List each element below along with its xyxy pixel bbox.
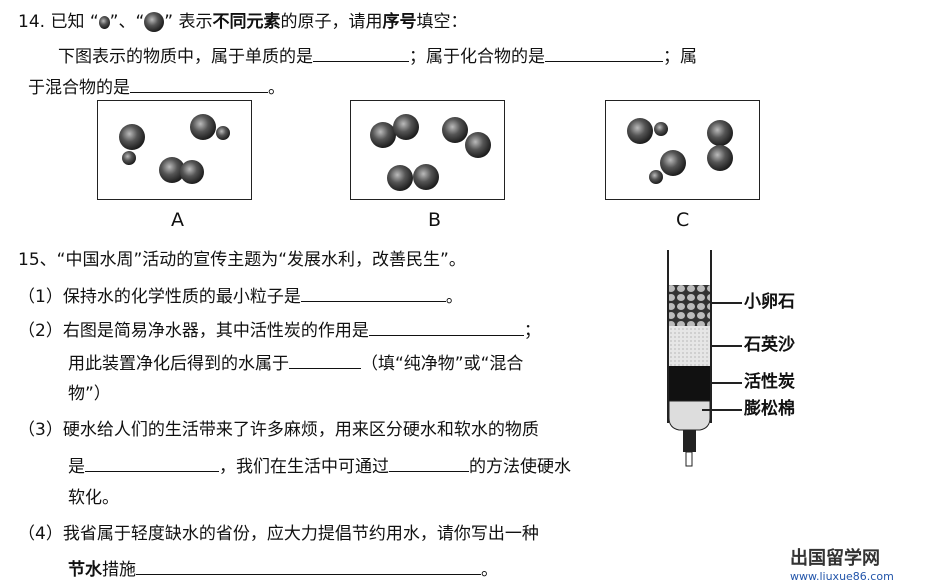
atom (387, 165, 413, 191)
atom (413, 164, 439, 190)
text: ；属于化合物的是 (409, 47, 545, 67)
text: 于混合物的是 (28, 78, 130, 98)
text: 的方法使硬水 (469, 457, 571, 477)
watermark-url: www.liuxue86.com (790, 570, 894, 583)
text: 是 (68, 457, 85, 477)
answer-blank[interactable] (313, 45, 409, 62)
atom (654, 122, 668, 136)
atom (465, 132, 491, 158)
atom (122, 151, 136, 165)
text: ；属 (663, 47, 697, 67)
carbon-label: 活性炭 (744, 372, 795, 392)
text: （1）保持水的化学性质的最小粒子是 (18, 287, 301, 307)
text: （2）右图是简易净水器，其中活性炭的作用是 (18, 321, 369, 341)
q14-line2: 下图表示的物质中，属于单质的是 ；属于化合物的是 ；属 (58, 45, 697, 67)
diagram-box-c (605, 100, 760, 200)
text: ”、“ (109, 12, 145, 32)
text: 用此装置净化后得到的水属于 (68, 354, 289, 374)
atom (370, 122, 396, 148)
answer-blank[interactable] (389, 455, 469, 472)
sand-label: 石英沙 (744, 335, 795, 355)
answer-blank[interactable] (300, 285, 446, 302)
text: 14. 已知 “ (18, 12, 99, 32)
text: 。 (445, 287, 463, 307)
atom (660, 150, 686, 176)
q15-part3-line2: 是 ，我们在生活中可通过 的方法使硬水 (68, 455, 571, 477)
text: （填“纯净物”或“混合 (361, 354, 524, 374)
answer-blank[interactable] (130, 76, 268, 93)
option-a-label: A (171, 209, 184, 231)
small-atom-icon (98, 15, 110, 29)
q15-part2: （2）右图是简易净水器，其中活性炭的作用是 ； (18, 319, 541, 341)
cotton-label: 膨松棉 (744, 399, 795, 419)
q14-line1: 14. 已知 “ ”、“ ” 表示不同元素的原子，请用序号填空： (18, 12, 468, 32)
cotton-layer (668, 400, 711, 431)
q15-part3: （3）硬水给人们的生活带来了许多麻烦，用来区分硬水和软水的物质 (18, 420, 539, 440)
atom (627, 118, 653, 144)
atom (393, 114, 419, 140)
atom (119, 124, 145, 150)
q15-part3-line3: 软化。 (68, 488, 119, 508)
atom (707, 120, 733, 146)
text: 填空： (416, 12, 468, 32)
watermark-logo: 出国留学网 (790, 548, 880, 569)
text: 。 (268, 78, 285, 98)
option-b-label: B (428, 209, 442, 231)
atom (707, 145, 733, 171)
emphasis: 节水 (68, 560, 102, 580)
pebble-label: 小卵石 (744, 292, 795, 312)
diagram-box-a (97, 100, 252, 200)
text: ，我们在生活中可通过 (219, 457, 389, 477)
emphasis: 序号 (382, 12, 417, 32)
option-c-label: C (676, 209, 690, 231)
answer-blank[interactable] (136, 558, 481, 575)
atom (180, 160, 204, 184)
q15-part4-line2: 节水措施 。 (68, 558, 498, 580)
emphasis: 不同元素 (212, 12, 281, 32)
atom (649, 170, 663, 184)
q15-part1: （1）保持水的化学性质的最小粒子是 。 (18, 285, 463, 307)
q15-part4: （4）我省属于轻度缺水的省份，应大力提倡节约用水，请你写出一种 (18, 524, 539, 544)
sand-layer (669, 326, 710, 366)
water-filter-diagram (667, 250, 742, 467)
text: 下图表示的物质中，属于单质的是 (58, 47, 313, 67)
q15-part2-line3: 物”） (68, 384, 111, 404)
carbon-layer (669, 366, 710, 401)
q15-title: 15、“中国水周”活动的宣传主题为“发展水利，改善民生”。 (18, 250, 466, 270)
atom (442, 117, 468, 143)
text: ” 表示 (164, 12, 213, 32)
answer-blank[interactable] (368, 319, 524, 336)
answer-blank[interactable] (85, 455, 219, 472)
q15-part2-line2: 用此装置净化后得到的水属于 （填“纯净物”或“混合 (68, 352, 523, 374)
text: 的原子，请用 (280, 12, 383, 32)
large-atom-icon (144, 12, 165, 32)
text: ； (523, 321, 541, 341)
text: 措施 (102, 560, 136, 580)
q14-line3: 于混合物的是 。 (28, 76, 285, 98)
pebble-layer (669, 285, 710, 326)
atom (190, 114, 216, 140)
text: 。 (481, 560, 498, 580)
answer-blank[interactable] (545, 45, 663, 62)
atom (216, 126, 230, 140)
diagram-box-b (350, 100, 505, 200)
answer-blank[interactable] (289, 352, 361, 369)
